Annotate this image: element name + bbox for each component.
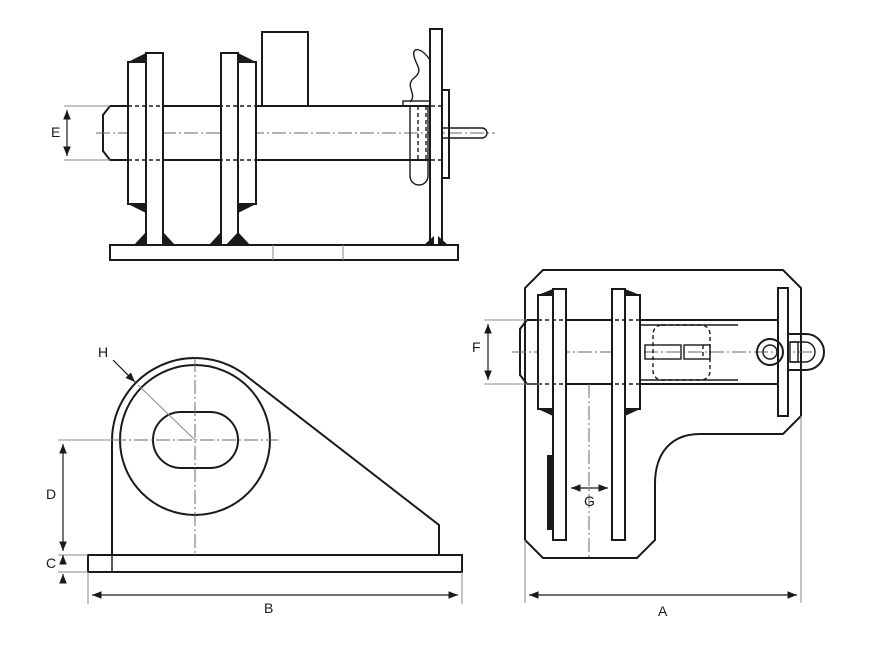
top-shackle xyxy=(788,333,825,371)
front-view: E xyxy=(51,28,495,261)
top-base-outline xyxy=(524,269,802,559)
label-E: E xyxy=(51,124,60,140)
top-plate-2b xyxy=(624,294,641,410)
label-F: F xyxy=(472,339,481,355)
front-plate-2a xyxy=(220,52,239,246)
top-plate-1b xyxy=(552,288,567,541)
side-base-plate xyxy=(87,554,463,573)
top-plate-2a xyxy=(611,288,626,541)
label-H: H xyxy=(98,344,108,360)
front-plate-2b xyxy=(237,61,257,205)
front-break-line xyxy=(409,49,431,103)
front-end-plate xyxy=(429,28,443,246)
label-D: D xyxy=(46,486,56,502)
side-body-outline xyxy=(111,357,440,555)
top-view: F G A xyxy=(472,269,825,619)
label-G: G xyxy=(584,493,595,509)
front-motor-box xyxy=(261,31,309,107)
front-plate-1a xyxy=(127,61,147,205)
front-base-plate xyxy=(109,244,459,261)
side-view: H D C B xyxy=(46,344,463,616)
top-plate-1a xyxy=(537,294,554,410)
label-B: B xyxy=(264,600,273,616)
label-C: C xyxy=(46,555,56,571)
label-A: A xyxy=(658,603,668,619)
front-plate-1b xyxy=(145,52,164,246)
